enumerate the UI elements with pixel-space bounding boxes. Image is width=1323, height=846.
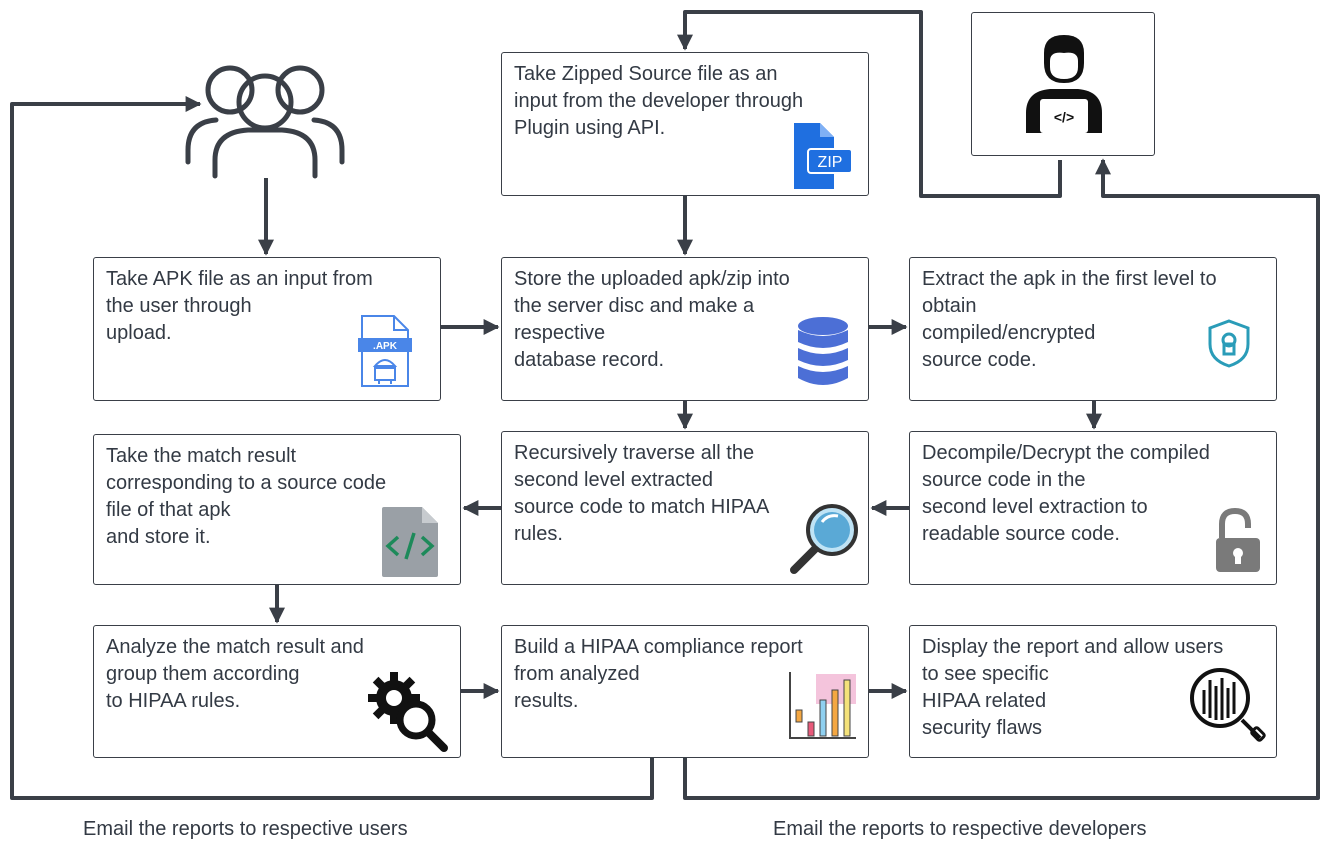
candlestick-chart-icon <box>789 672 856 739</box>
database-icon <box>798 317 848 385</box>
step-extract-text: Extract the apk in the first level to ob… <box>922 268 1217 371</box>
step-analyze: Analyze the match result and group them … <box>93 625 461 758</box>
loop-email-users <box>10 96 654 800</box>
step-zip-input-text: Take Zipped Source file as an input from… <box>514 63 804 139</box>
search-report-icon <box>1190 668 1266 742</box>
svg-text:.APK: .APK <box>373 341 398 352</box>
unlocked-padlock-icon <box>1216 508 1260 572</box>
step-traverse: Recursively traverse all the second leve… <box>501 431 869 585</box>
apk-file-icon: .APK <box>358 315 412 387</box>
svg-text:</>: </> <box>1054 109 1074 125</box>
caption-email-users: Email the reports to respective users <box>83 818 408 840</box>
loop-email-developers <box>683 158 1320 800</box>
step-decompile: Decompile/Decrypt the compiled source co… <box>909 431 1277 585</box>
zip-file-icon: ZIP <box>794 123 853 189</box>
step-apk-input: Take APK file as an input from the user … <box>93 257 441 401</box>
step-extract: Extract the apk in the first level to ob… <box>909 257 1277 401</box>
caption-email-developers: Email the reports to respective develope… <box>773 818 1147 840</box>
developer-icon: </> <box>1026 35 1102 133</box>
step-build-report: Build a HIPAA compliance report from ana… <box>501 625 869 758</box>
step-match-result: Take the match result corresponding to a… <box>93 434 461 585</box>
step-traverse-text: Recursively traverse all the second leve… <box>514 442 770 545</box>
developer-box: </> <box>971 12 1155 156</box>
svg-text:ZIP: ZIP <box>818 154 843 171</box>
gear-search-icon <box>368 672 448 752</box>
step-analyze-text: Analyze the match result and group them … <box>106 636 364 712</box>
step-apk-input-text: Take APK file as an input from the user … <box>106 268 373 344</box>
step-display-report: Display the report and allow users to se… <box>909 625 1277 758</box>
step-display-report-text: Display the report and allow users to se… <box>922 636 1224 739</box>
step-build-report-text: Build a HIPAA compliance report from ana… <box>514 636 803 712</box>
step-zip-input: Take Zipped Source file as an input from… <box>501 52 869 196</box>
step-decompile-text: Decompile/Decrypt the compiled source co… <box>922 442 1210 545</box>
loop-developer-to-zip <box>677 10 1062 198</box>
users-icon <box>185 65 345 179</box>
step-store-text: Store the uploaded apk/zip into the serv… <box>514 268 790 371</box>
code-file-icon <box>382 507 438 577</box>
step-match-result-text: Take the match result corresponding to a… <box>106 445 387 548</box>
shield-lock-icon <box>1208 319 1250 368</box>
step-store: Store the uploaded apk/zip into the serv… <box>501 257 869 401</box>
magnifier-icon <box>790 504 858 574</box>
